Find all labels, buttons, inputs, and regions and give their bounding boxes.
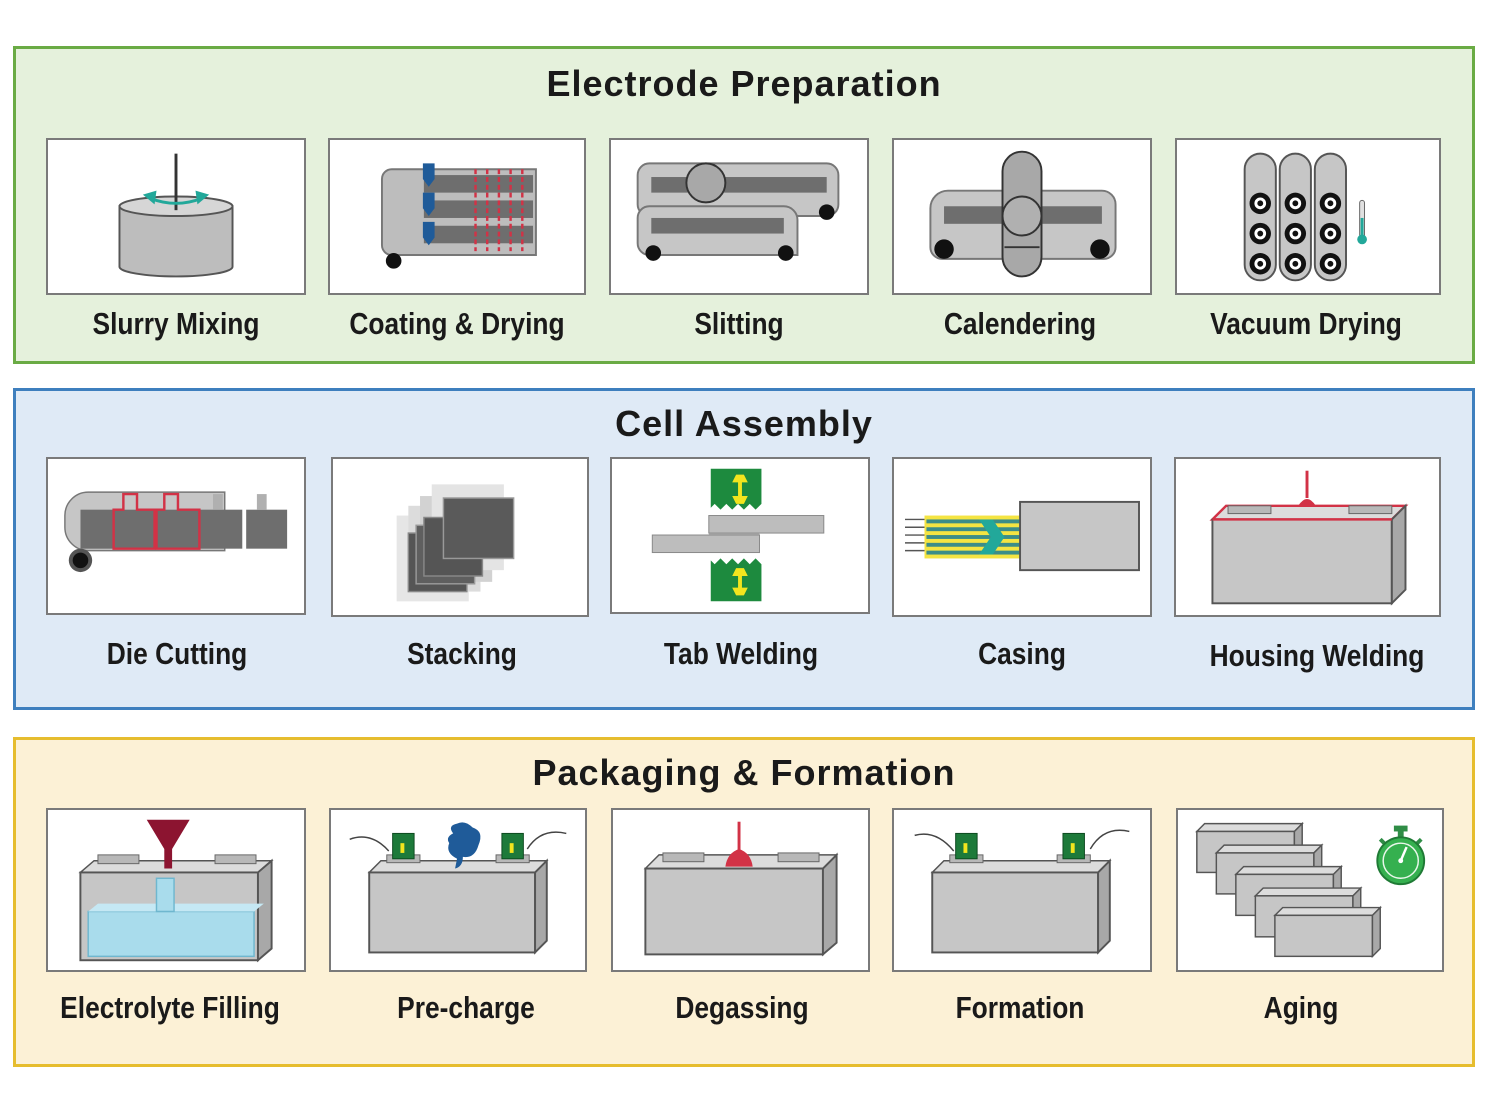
step-label: Stacking [407,636,517,671]
step-label: Degassing [675,990,809,1025]
aging-stopwatch-icon [1176,808,1444,972]
section-title: Electrode Preparation [546,63,942,104]
degassing-icon [611,808,870,972]
step-label: Electrolyte Filling [60,990,280,1025]
coater-icon [328,138,586,295]
step-label: Vacuum Drying [1210,306,1402,341]
casing-icon [892,457,1152,617]
step-label: Formation [955,990,1085,1025]
formation-icon [892,808,1152,972]
section-title: Packaging & Formation [532,752,956,793]
calender-rollers-icon [892,138,1152,295]
section-title: Cell Assembly [615,403,873,444]
precharge-icon [329,808,587,972]
tab-welder-icon [610,457,870,614]
die-cutter-icon [46,457,306,615]
step-label: Casing [978,636,1066,671]
housing-welder-icon [1174,457,1441,617]
filling-funnel-icon [46,808,306,972]
stacked-sheets-icon [331,457,589,617]
vacuum-drying-icon [1175,138,1441,295]
step-label: Housing Welding [1209,638,1425,673]
step-label: Slurry Mixing [92,306,260,341]
step-label: Calendering [943,306,1097,341]
step-label: Pre-charge [397,990,535,1025]
slitter-icon [609,138,869,295]
step-label: Slitting [694,306,784,341]
mixer-icon [46,138,306,295]
step-label: Coating & Drying [349,306,565,341]
step-label: Tab Welding [663,636,819,671]
step-label: Aging [1263,990,1339,1025]
step-label: Die Cutting [106,636,248,671]
